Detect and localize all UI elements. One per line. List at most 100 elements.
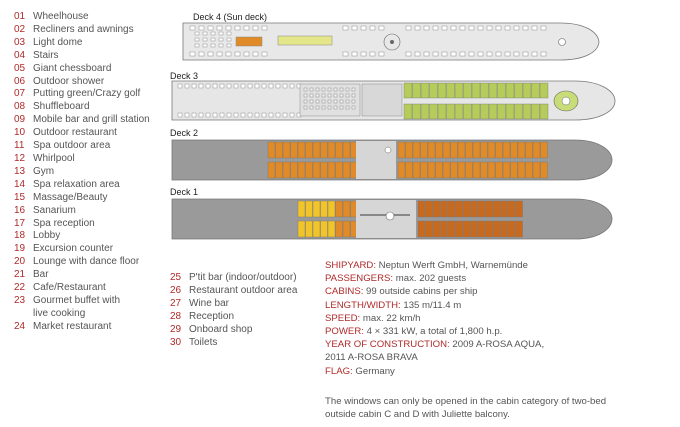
cabin: [505, 103, 515, 120]
legend-label: Light dome: [33, 36, 83, 48]
spec-value: 4 × 331 kW, a total of 1,800 h.p.: [363, 326, 503, 338]
cabin: [480, 141, 488, 159]
deck-3-plan: [171, 80, 616, 121]
deck-3-furniture: [198, 83, 204, 89]
deck-4-seat: [189, 25, 196, 31]
deck-3-furniture: [309, 87, 314, 92]
deck-3-furniture: [339, 87, 344, 92]
deck-4-seat: [225, 25, 232, 31]
legend-number: 11: [14, 140, 25, 152]
cabin: [290, 141, 298, 159]
spec-row: YEAR OF CONSTRUCTION: 2009 A-ROSA AQUA,: [325, 338, 544, 351]
deck-3-furniture: [345, 105, 350, 110]
cabin: [480, 103, 489, 120]
deck-4-seat: [405, 51, 412, 57]
legend-number: 07: [14, 88, 26, 100]
spec-value: 135 m/11.4 m: [400, 299, 462, 311]
spec-key: LENGTH/WIDTH:: [325, 299, 401, 311]
spec-key: SHIPYARD:: [325, 260, 376, 271]
deck-3-furniture: [345, 87, 350, 92]
deck-3-furniture: [327, 99, 332, 104]
cabin: [427, 141, 436, 159]
legend-label: Gym: [33, 165, 55, 177]
cabin: [495, 161, 503, 179]
deck-3-furniture: [177, 112, 183, 118]
legend-number: 18: [14, 230, 26, 242]
cabin: [472, 141, 481, 159]
legend-number: 28: [170, 310, 182, 322]
cabin: [342, 220, 351, 238]
deck-3-furniture: [191, 83, 197, 89]
deck-3-furniture: [303, 93, 308, 98]
deck-4-seat: [226, 43, 232, 48]
deck-4-seat: [218, 37, 224, 42]
deck-3-furniture: [184, 112, 190, 118]
deck-3-furniture: [309, 105, 314, 110]
cabin: [267, 141, 276, 159]
cabin: [495, 141, 503, 159]
deck-4-seat: [194, 43, 200, 48]
deck-3-furniture: [275, 112, 281, 118]
deck-4-seat: [540, 51, 547, 57]
cabin: [312, 200, 321, 218]
cabin: [435, 161, 443, 179]
legend-label: Spa reception: [33, 217, 95, 229]
deck-4-seat: [216, 25, 223, 31]
spec-row: CABINS: 99 outside cabins per ship: [325, 285, 544, 298]
deck-3-furniture: [247, 83, 253, 89]
deck-4-seat: [252, 25, 259, 31]
cabin: [455, 220, 463, 238]
deck-4-seat: [243, 25, 250, 31]
cabin: [470, 200, 478, 218]
cabin: [539, 82, 549, 99]
legend-number: 26: [170, 284, 182, 296]
deck-4-seat: [261, 51, 268, 57]
deck-4-seat: [351, 25, 358, 31]
deck-4-seat: [378, 51, 385, 57]
cabin: [515, 220, 523, 238]
deck-3-furniture: [327, 93, 332, 98]
cabin: [450, 141, 458, 159]
cabin: [320, 161, 328, 179]
cabin: [488, 103, 498, 120]
cabin: [420, 141, 428, 159]
cabin: [305, 161, 313, 179]
cabin: [454, 103, 464, 120]
cabin: [429, 103, 438, 120]
cabin: [492, 200, 501, 218]
spec-key: SPEED:: [325, 312, 361, 324]
window-note: The windows can only be opened in the ca…: [325, 396, 607, 420]
spec-value: max. 22 km/h: [360, 312, 421, 324]
deck-4-seat: [261, 25, 268, 31]
cabin: [510, 161, 518, 179]
deck-4-seat: [218, 31, 224, 36]
cabin: [517, 161, 526, 179]
deck-4-seat: [243, 51, 250, 57]
cabin: [514, 103, 523, 120]
deck-3-furniture: [289, 112, 295, 118]
cabin: [522, 82, 532, 99]
deck-4-seat: [414, 25, 421, 31]
cabin: [477, 220, 486, 238]
deck-3-furniture: [351, 105, 356, 110]
cabin: [290, 161, 298, 179]
deck-3-furniture: [315, 99, 320, 104]
deck-4-seat: [226, 31, 232, 36]
legend-label: Market restaurant: [33, 320, 112, 332]
deck-4-seat: [194, 37, 200, 42]
cabin: [412, 103, 421, 120]
deck-4-seat: [202, 37, 208, 42]
deck-3-furniture: [254, 83, 260, 89]
cabin: [517, 141, 526, 159]
cabin: [405, 141, 413, 159]
